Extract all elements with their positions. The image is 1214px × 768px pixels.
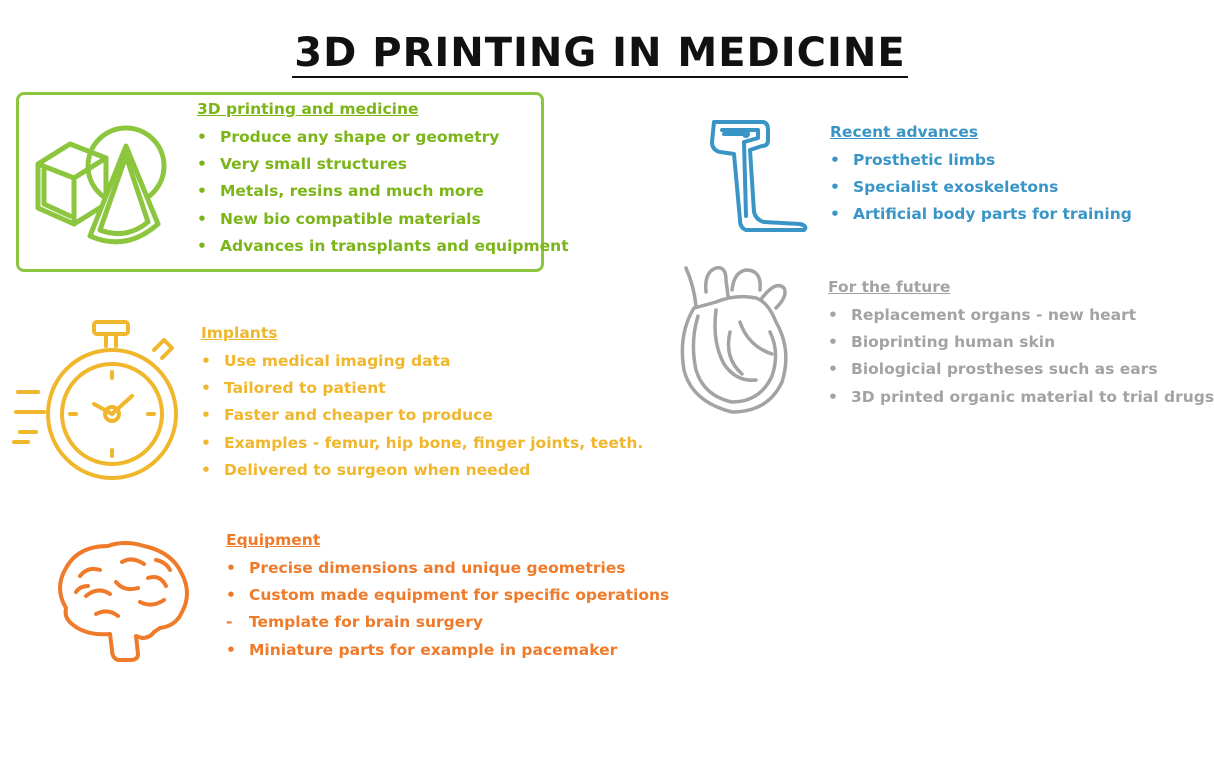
bullet: • — [830, 205, 840, 224]
page-title: 3D PRINTING IN MEDICINE — [292, 30, 908, 78]
list-item: • Very small structures — [197, 151, 569, 178]
bullet-list: • Use medical imaging data • Tailored to p… — [201, 348, 643, 484]
list-item: • Artificial body parts for training — [830, 201, 1132, 228]
list-item: • Faster and cheaper to produce — [201, 402, 643, 429]
bullet: • — [828, 333, 838, 352]
list-item: • Bioprinting human skin — [828, 329, 1214, 356]
list-item-text: Miniature parts for example in pacemaker — [249, 640, 618, 659]
list-item: • Specialist exoskeletons — [830, 174, 1132, 201]
bullet-list: • Precise dimensions and unique geometrie… — [226, 555, 669, 664]
bullet: • — [226, 559, 236, 577]
list-item-text: Tailored to patient — [224, 379, 386, 398]
list-item-text: Faster and cheaper to produce — [224, 406, 493, 425]
bullet-list: • Prosthetic limbs • Specialist exoskeleto… — [830, 147, 1132, 229]
list-item-text: Advances in transplants and equipment — [220, 236, 569, 255]
list-item-text: Artificial body parts for training — [853, 205, 1132, 224]
section-title: Implants — [201, 324, 278, 342]
bullet: • — [201, 433, 211, 452]
prosthetic-leg-icon — [710, 120, 808, 232]
heart-icon — [680, 266, 788, 414]
list-item-text: Custom made equipment for specific opera… — [249, 586, 670, 605]
list-item: • Produce any shape or geometry — [197, 124, 569, 151]
list-item: • Advances in transplants and equipment — [197, 233, 569, 260]
list-item: • Metals, resins and much more — [197, 178, 569, 205]
list-item-text: Very small structures — [220, 155, 407, 174]
bullet-list: • Replacement organs - new heart • Bioprin… — [828, 302, 1214, 411]
list-item: • 3D printed organic material to trial dr… — [828, 384, 1214, 411]
bullet: • — [830, 151, 840, 169]
bullet: • — [830, 178, 840, 197]
bullet: • — [828, 360, 838, 379]
list-item: • Examples - femur, hip bone, finger join… — [201, 430, 643, 457]
shapes-icon — [35, 125, 167, 245]
bullet: • — [197, 128, 207, 146]
bullet: • — [197, 209, 207, 228]
bullet: • — [201, 460, 211, 479]
brain-icon — [58, 541, 189, 662]
list-item: • Replacement organs - new heart — [828, 302, 1214, 329]
section-title: Equipment — [226, 531, 321, 549]
list-item-text: Prosthetic limbs — [853, 151, 996, 169]
list-item: • Custom made equipment for specific oper… — [226, 582, 669, 609]
bullet: - — [226, 613, 233, 632]
bullet: • — [828, 387, 838, 406]
list-item-text: Metals, resins and much more — [220, 182, 484, 201]
stopwatch-icon — [12, 320, 178, 480]
list-item-text: Produce any shape or geometry — [220, 128, 500, 146]
section-for-the-future: For the future • Replacement organs - new… — [828, 276, 1214, 411]
bullet-list: • Produce any shape or geometry • Very sma… — [197, 124, 569, 260]
bullet: • — [197, 236, 207, 255]
list-item-text: Biologicial prostheses such as ears — [851, 360, 1158, 379]
section-recent-advances: Recent advances • Prosthetic limbs • Speci… — [830, 121, 1132, 229]
section-title: Recent advances — [830, 123, 979, 141]
list-item-text: Replacement organs - new heart — [851, 306, 1137, 324]
list-item-text: 3D printed organic material to trial dru… — [851, 387, 1214, 406]
list-item: • Biologicial prostheses such as ears — [828, 356, 1214, 383]
section-frame — [16, 92, 544, 272]
bullet: • — [828, 306, 838, 324]
bullet: • — [226, 586, 236, 605]
list-item: -Template for brain surgery — [226, 609, 669, 636]
list-item-text: Delivered to surgeon when needed — [224, 460, 531, 479]
list-item-text: Specialist exoskeletons — [853, 178, 1059, 197]
list-item-text: Use medical imaging data — [224, 352, 451, 370]
bullet: • — [201, 352, 211, 370]
list-item: • Use medical imaging data — [201, 348, 643, 375]
list-item-text: Precise dimensions and unique geometries — [249, 559, 626, 577]
list-item-text: Examples - femur, hip bone, finger joint… — [224, 433, 644, 452]
bullet: • — [226, 640, 236, 659]
section-equipment: Equipment • Precise dimensions and unique… — [226, 529, 669, 664]
list-item-text: Bioprinting human skin — [851, 333, 1056, 352]
list-item: • Precise dimensions and unique geometrie… — [226, 555, 669, 582]
list-item: • Delivered to surgeon when needed — [201, 457, 643, 484]
list-item: • Tailored to patient — [201, 375, 643, 402]
bullet: • — [201, 379, 211, 398]
section-title: 3D printing and medicine — [197, 100, 419, 118]
bullet: • — [197, 182, 207, 201]
bullet: • — [197, 155, 207, 174]
list-item: • Prosthetic limbs — [830, 147, 1132, 174]
list-item-text: Template for brain surgery — [249, 613, 483, 632]
list-item: • Miniature parts for example in pacemake… — [226, 637, 669, 664]
section-implants: Implants • Use medical imaging data • Tail… — [201, 322, 643, 484]
list-item: • New bio compatible materials — [197, 206, 569, 233]
section-title: For the future — [828, 278, 951, 296]
bullet: • — [201, 406, 211, 425]
list-item-text: New bio compatible materials — [220, 209, 481, 228]
section-3d-printing: 3D printing and medicine • Produce any sh… — [197, 98, 569, 260]
